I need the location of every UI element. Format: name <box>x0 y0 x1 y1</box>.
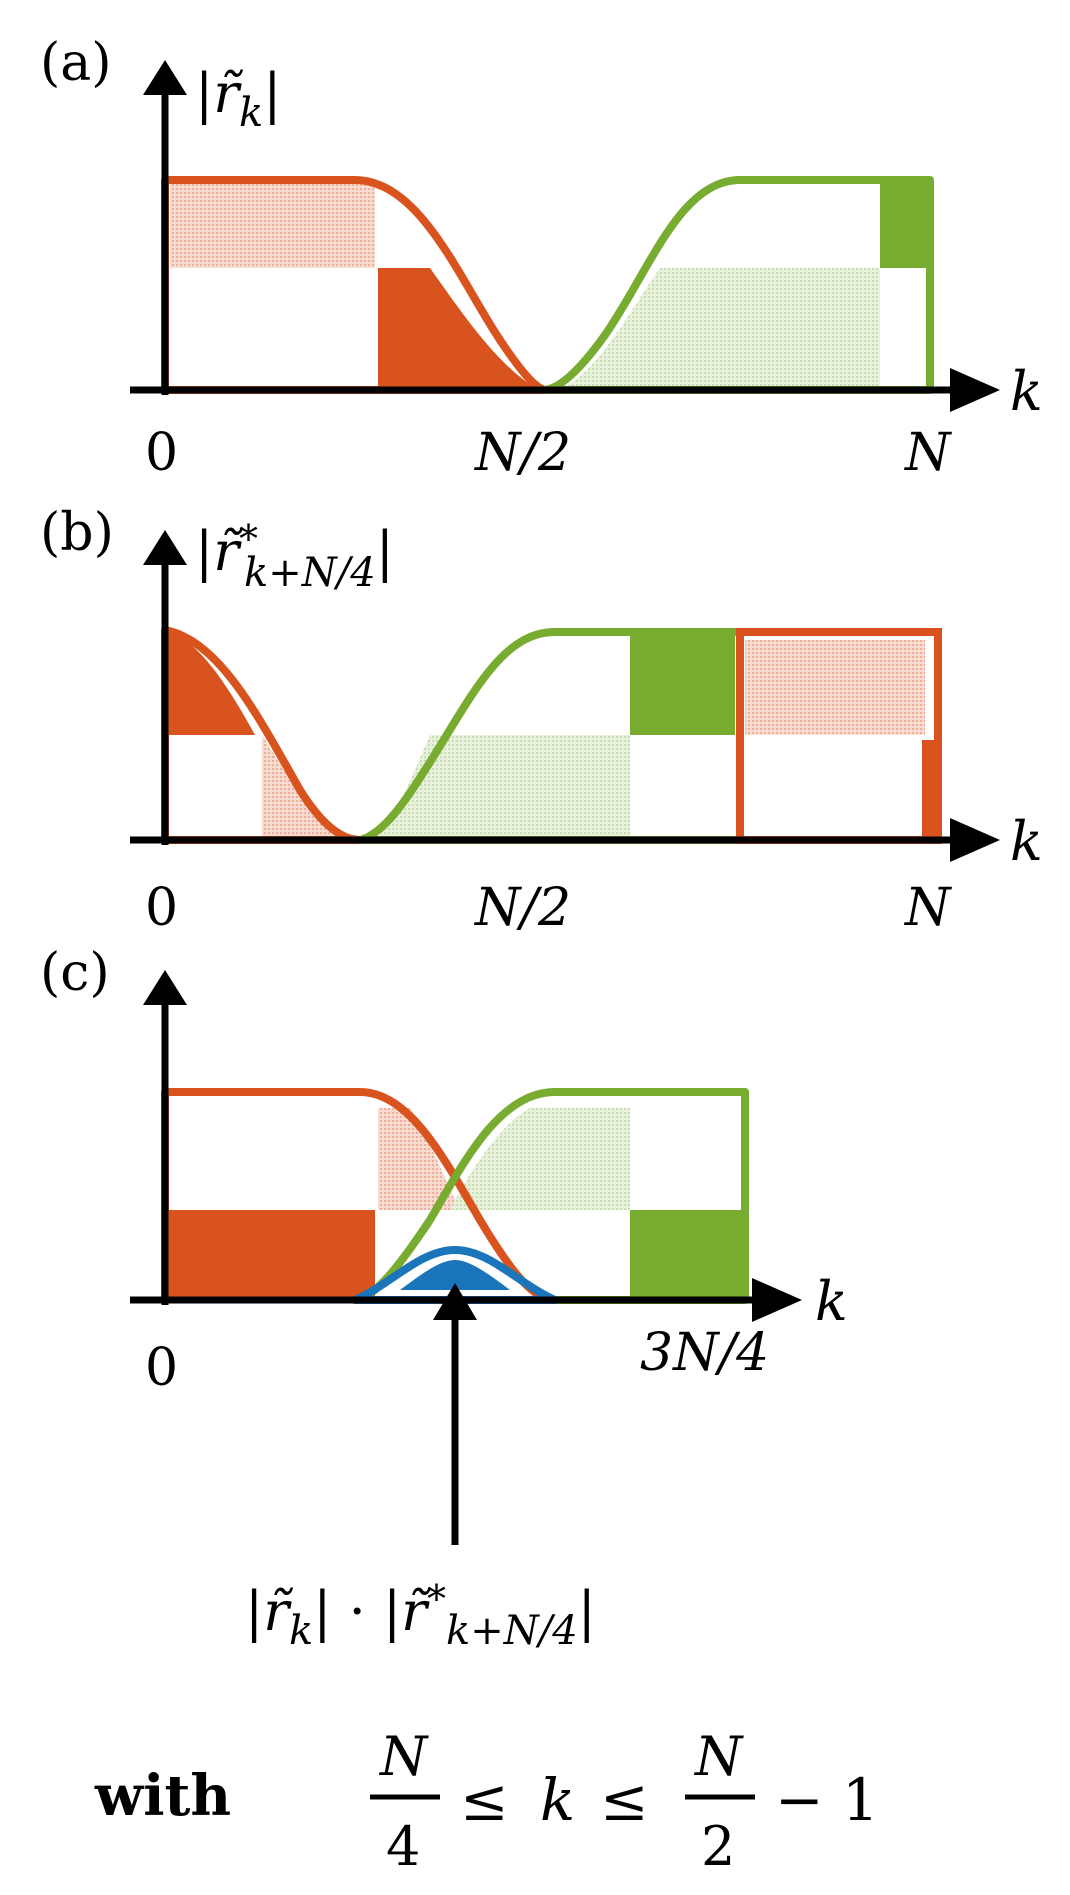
panel-b-green-shaded-solid <box>630 632 735 735</box>
panel-c-tick-0: 0 <box>145 1338 178 1398</box>
condition-frac1-denominator: 4 <box>386 1815 420 1878</box>
panel-b-tick-0: 0 <box>145 878 178 938</box>
panel-b-tick-n-half: N/2 <box>473 878 571 938</box>
panel-a: (a) |r̃k| k 0 N/2 N <box>40 33 1043 483</box>
panel-b-ylabel: |r̃*k+N/4| <box>195 517 394 596</box>
panel-c-label: (c) <box>40 943 110 1003</box>
panel-b-label: (b) <box>40 503 114 563</box>
panel-c-green-shaded-solid <box>630 1210 745 1300</box>
condition-leq-1: ≤ <box>460 1766 509 1834</box>
panel-c-orange-shaded-solid <box>165 1210 375 1300</box>
panel-a-orange-curve <box>161 176 549 394</box>
panel-b-green-shaded-light <box>375 735 630 840</box>
panel-a-tick-n-half: N/2 <box>473 423 571 483</box>
panel-a-label: (a) <box>40 33 112 93</box>
panel-b-y-arrowhead <box>143 530 187 565</box>
panel-a-tick-n: N <box>903 423 952 483</box>
condition-frac2-numerator: N <box>693 1725 744 1788</box>
panel-c-green-shaded-light <box>450 1108 630 1210</box>
condition-with: with <box>94 1763 231 1829</box>
condition-frac1-numerator: N <box>378 1725 429 1788</box>
panel-a-x-arrowhead <box>950 368 1000 412</box>
panel-b-orange-shaded-light <box>262 735 350 840</box>
panel-a-orange-shaded-light <box>170 183 375 268</box>
panel-b-x-axis-label: k <box>1010 810 1043 873</box>
product-pointer-arrowhead <box>433 1283 477 1320</box>
condition-formula: with N 4 ≤ k ≤ N 2 − 1 <box>94 1725 879 1878</box>
condition-leq-2: ≤ <box>600 1766 649 1834</box>
panel-b-orange-box-shaded-light <box>745 640 925 735</box>
panel-a-x-axis-label: k <box>1010 360 1043 423</box>
panel-c-orange-shaded-light <box>378 1108 460 1210</box>
panel-a-orange-shaded-solid <box>378 268 540 390</box>
panel-a-y-arrowhead <box>143 60 187 95</box>
panel-b-x-arrowhead <box>950 818 1000 862</box>
panel-b-orange-curve <box>161 626 364 844</box>
panel-a-green-shaded-solid <box>880 178 930 268</box>
panel-b-green-curve <box>358 628 744 844</box>
panel-c-x-arrowhead <box>752 1278 802 1322</box>
condition-minus-one: − 1 <box>775 1766 879 1834</box>
panel-a-green-curve <box>544 176 934 394</box>
panel-b: (b) |r̃*k+N/4| k 0 N/2 N <box>40 503 1043 938</box>
panel-a-green-shaded-light <box>560 268 880 390</box>
panel-c-blue-curve <box>351 1246 559 1304</box>
panel-a-tick-0: 0 <box>145 423 178 483</box>
product-label: |r̃k| · |r̃*k+N/4| <box>245 1577 596 1654</box>
panel-b-tick-n: N <box>903 878 952 938</box>
condition-frac2-denominator: 2 <box>701 1815 735 1878</box>
condition-k: k <box>540 1766 575 1834</box>
panel-a-ylabel: |r̃k| <box>195 62 281 136</box>
panel-c-y-arrowhead <box>143 970 187 1005</box>
panel-c-tick-3n-quarter: 3N/4 <box>640 1323 769 1383</box>
panel-c: (c) k 0 3N/4 <box>40 943 848 1545</box>
panel-b-orange-shaded-solid <box>165 630 255 735</box>
panel-c-blue-shaded <box>400 1260 510 1290</box>
panel-c-x-axis-label: k <box>815 1270 848 1333</box>
